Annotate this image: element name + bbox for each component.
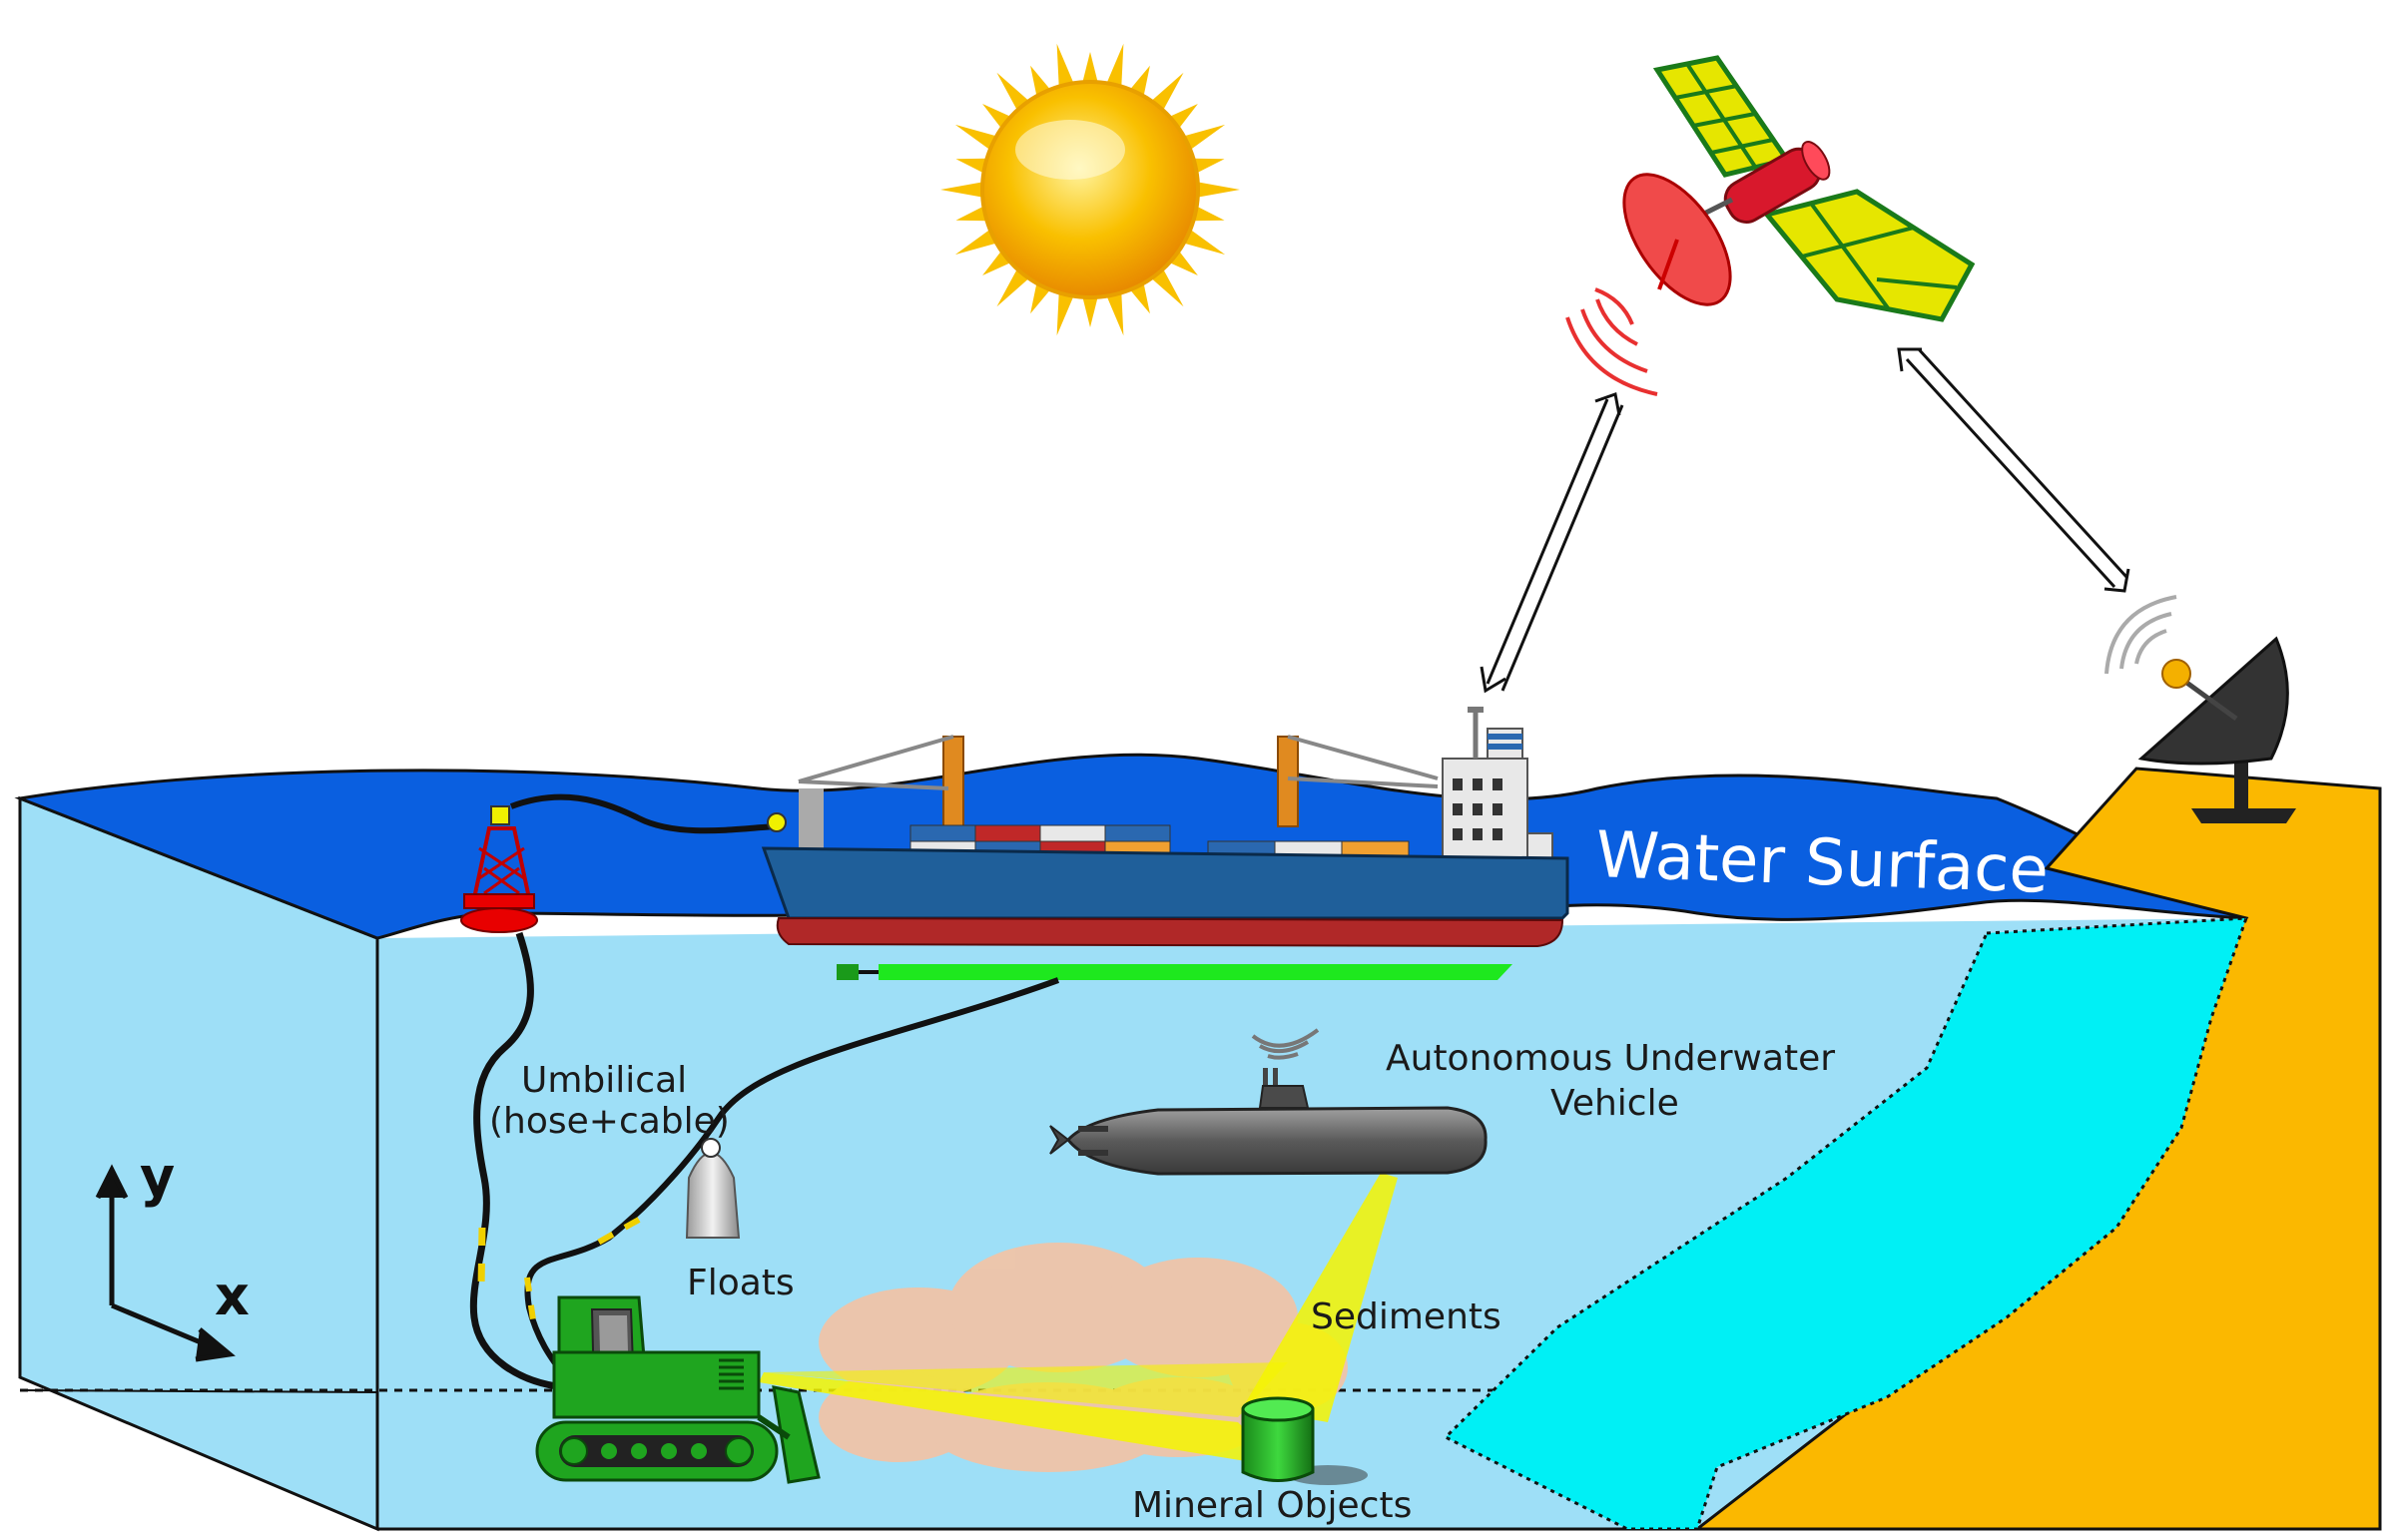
sun-ray [1106,43,1124,87]
crawler-body [552,1350,761,1419]
water-surface-label: Water Surface [1594,818,2050,908]
satellite-ground-link [1897,347,2130,593]
umbilical-cable-yellow [477,1227,486,1288]
sun-ray [1129,282,1150,314]
sun-ray [1030,65,1051,97]
ship-sonar-array [879,964,1512,980]
auv-hull [1066,1106,1488,1176]
sun-ray [1056,43,1074,87]
axis-x-label: x [215,1265,250,1327]
sun-ray [1082,296,1098,327]
sun-ray [1151,72,1184,111]
sediments-label: Sediments [1311,1296,1501,1337]
auv-label-line1: Autonomous Underwater [1386,1038,1835,1079]
sun-ray [1183,124,1226,151]
sun-icon [940,43,1240,336]
dish-signal-icon [2104,595,2177,675]
sun-ray [940,182,983,198]
ship-keel [776,916,1564,948]
float-icon [685,1138,741,1239]
sun-ray [954,124,997,151]
mineral-object-icon [1241,1396,1368,1485]
buoy-icon [460,805,538,933]
surface-cable [509,793,778,834]
crawler-light-beam-upper [764,1362,1288,1417]
sun-ray [1193,206,1225,222]
umbilical-cable [469,931,565,1391]
sun-ray [1183,229,1226,256]
sun-ray [1193,158,1225,174]
sun-ray [955,206,987,222]
auv-light-beam [1243,1173,1398,1422]
dish-antenna-icon [2104,595,2296,823]
sun-ray [1106,292,1124,336]
floats-label: Floats [687,1263,795,1303]
cargo-ship-icon [761,707,1569,980]
sun-ray [1082,52,1098,83]
sun-ray [1056,292,1074,336]
axis-y-label: y [140,1146,175,1209]
sun-ray [1151,268,1184,307]
sun-ray [1030,282,1051,314]
satellite-icon [1565,55,1976,396]
solar-panel-lower [1762,189,1976,322]
ship-hull [761,846,1569,920]
mineral-objects-label: Mineral Objects [1132,1485,1412,1526]
auv-label-line2: Vehicle [1550,1083,1679,1124]
sun-ray [1129,65,1150,97]
sun-ray [996,268,1029,307]
shore-water [1443,916,2249,1531]
crawler-blade [772,1385,821,1484]
satellite-signal-icon [1565,287,1658,396]
ship-sonar-bar [837,964,859,980]
umbilical-label-line1: Umbilical [521,1060,687,1101]
sun-ray [996,72,1029,111]
sun-ray [954,229,997,256]
umbilical-label-line2: (hose+cable) [489,1101,730,1142]
crawler-icon [535,1295,821,1484]
axis-indicator [95,1164,236,1362]
auv-icon [1049,1028,1488,1176]
seabed-dashed-line-left [19,1389,378,1393]
crawler-light-beam [759,1372,1283,1467]
ship-satellite-link [1480,392,1624,694]
sun-ray [955,158,987,174]
sun-ray [1197,182,1240,198]
